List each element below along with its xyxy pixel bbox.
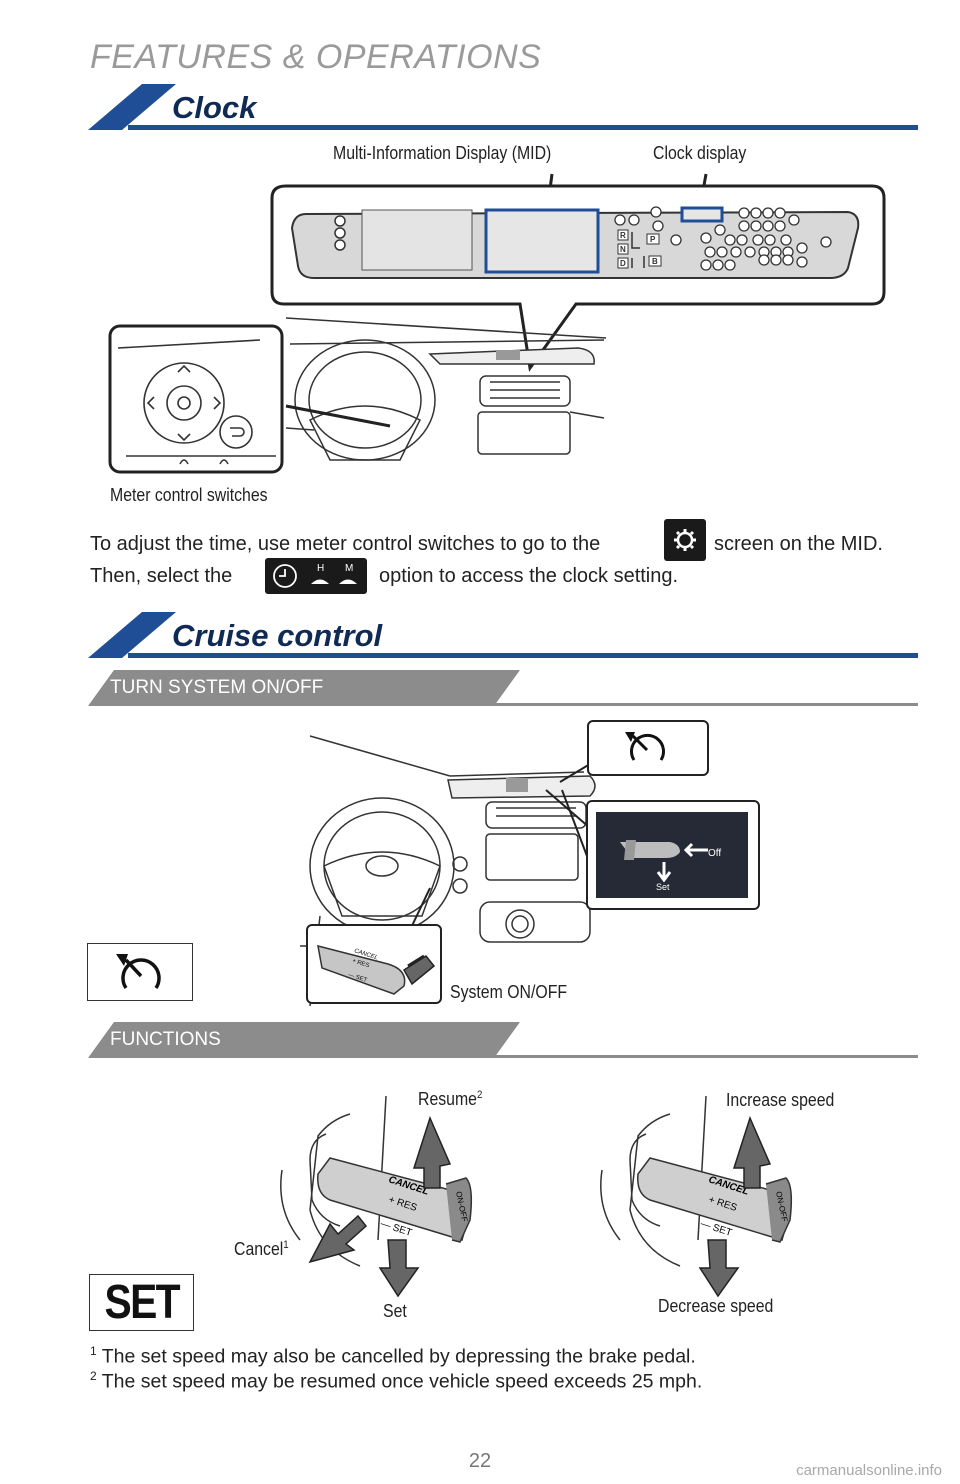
- cancel-callout-label: Cancel1: [234, 1239, 289, 1259]
- section-bar-cruise-graphic: [88, 612, 918, 658]
- set-arrow: [378, 1239, 420, 1298]
- section-bar-cruise: Cruise control: [88, 612, 918, 658]
- cruise-main-speedometer-icon: [116, 954, 161, 989]
- meter-switches-callout-label: Meter control switches: [110, 485, 268, 505]
- increase-speed-callout-label: Increase speed: [726, 1090, 835, 1110]
- increase-arrow: [732, 1115, 772, 1189]
- footnote-1: 1 The set speed may also be cancelled by…: [90, 1344, 696, 1368]
- clock-instruction-line1-start: To adjust the time, use meter control sw…: [90, 533, 601, 555]
- set-badge-text: SET: [104, 1276, 180, 1329]
- set-callout-label: Set: [383, 1301, 407, 1321]
- resume-arrow: [412, 1115, 452, 1189]
- system-onoff-callout-label: System ON/OFF: [450, 982, 568, 1002]
- shift-letter-b: B: [652, 257, 658, 266]
- section-title-cruise: Cruise control: [172, 618, 383, 653]
- mid-screen-off-label: Off: [708, 848, 721, 859]
- section-title-clock: Clock: [172, 90, 257, 125]
- cruise-main-icon-box: [87, 943, 193, 1001]
- subhead-functions: FUNCTIONS: [88, 1022, 918, 1058]
- mid-cruise-screen-callout: Off Set: [586, 800, 760, 910]
- shift-letter-d: D: [620, 259, 626, 268]
- settings-gear-icon: [664, 519, 706, 561]
- watermark: carmanualsonline.info: [796, 1462, 942, 1479]
- clock-display-highlight-box: [680, 206, 724, 223]
- lever-onoff-inset: CANCEL + RES — SET: [306, 924, 442, 1004]
- clock-display-callout-label: Clock display: [653, 143, 747, 163]
- footnote-2: 2 The set speed may be resumed once vehi…: [90, 1369, 703, 1393]
- mid-callout-label: Multi-Information Display (MID): [333, 143, 552, 163]
- mid-highlight-box: [484, 208, 600, 274]
- mid-screen-set-label: Set: [656, 882, 670, 892]
- shift-letter-n: N: [620, 245, 626, 254]
- section-bar-graphic: [88, 84, 918, 130]
- page-number: 22: [468, 1450, 492, 1472]
- cancel-arrow: [308, 1214, 368, 1264]
- clock-instruction-line1-end: screen on the MID.: [714, 533, 883, 555]
- lever-functions-left-illustration: CANCEL + RES — SET ON-OFF: [280, 1095, 473, 1298]
- shift-letter-p: P: [650, 235, 656, 244]
- subhead-functions-label: FUNCTIONS: [110, 1029, 221, 1050]
- clock-instruction-line2-start: Then, select the: [90, 565, 233, 587]
- lever-inset-set-text: — SET: [347, 972, 368, 984]
- decrease-arrow: [698, 1239, 740, 1298]
- cruise-indicator-callout: [587, 720, 709, 776]
- clock-option-h-label: H: [317, 563, 324, 574]
- section-bar-clock: Clock: [88, 84, 918, 130]
- subhead-turn-system-label: TURN SYSTEM ON/OFF: [110, 677, 324, 698]
- cruise-speedometer-icon: [625, 732, 665, 761]
- clock-setting-option-icon: H M: [265, 558, 367, 594]
- subhead-turn-system: TURN SYSTEM ON/OFF: [88, 670, 918, 706]
- shift-letter-r: R: [620, 231, 626, 240]
- clock-instruction-line2-end: option to access the clock setting.: [379, 565, 679, 587]
- page-header-title: FEATURES & OPERATIONS: [90, 38, 542, 76]
- decrease-speed-callout-label: Decrease speed: [658, 1296, 774, 1316]
- clock-dashboard-illustration: R N D P B: [108, 173, 886, 474]
- set-indicator-badge: SET: [89, 1274, 194, 1331]
- clock-option-m-label: M: [345, 563, 353, 574]
- mid-cruise-screen: Off Set: [596, 812, 748, 898]
- resume-callout-label: Resume2: [418, 1089, 483, 1109]
- lever-inset-res-text: + RES: [351, 958, 370, 969]
- lever-functions-right-illustration: CANCEL + RES — SET ON-OFF: [600, 1095, 793, 1298]
